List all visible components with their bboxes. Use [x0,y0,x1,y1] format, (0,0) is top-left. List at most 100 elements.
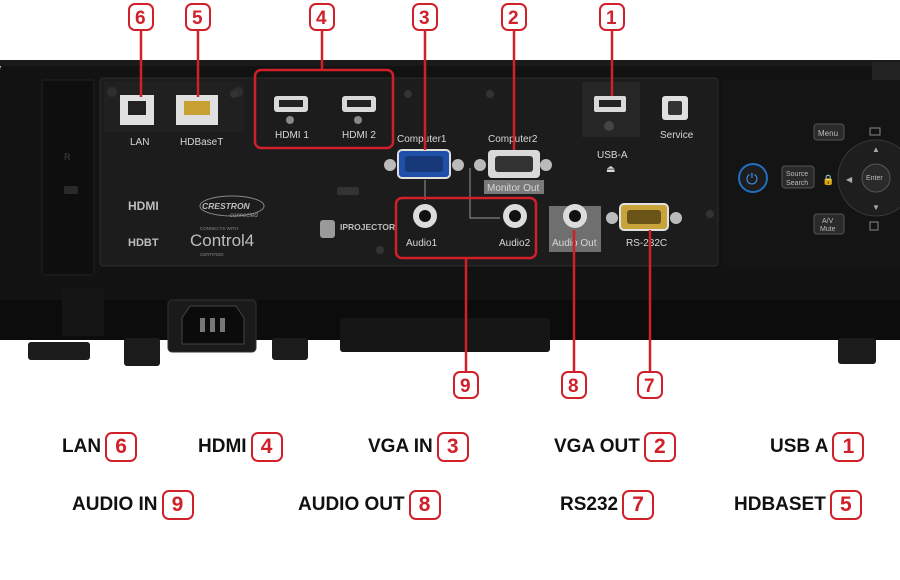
pattern-icon [869,221,879,231]
audio1-label: Audio1 [406,238,438,249]
top-right-vent [872,62,900,80]
av-mute-label-1: A/V [822,218,834,225]
callout-5: 5 [185,3,211,31]
svg-text:9: 9 [460,376,471,397]
legend-vga-in-badge: 3 [436,432,469,462]
left-arrow-icon: ◀ [846,175,853,184]
control4-top-text: CONNECTS WITH [200,226,238,231]
foot-3 [272,338,308,360]
keystone-icon [869,127,881,136]
legend-audio-out: AUDIO OUT 8 [298,490,441,520]
menu-button [813,123,845,141]
usb-eject-icon: ⏏ [606,164,615,175]
legend-lan-label: LAN [62,436,102,457]
enter-button [861,163,891,193]
monitor-link-line [469,168,500,219]
left-side-panel [41,79,95,276]
legend-usb-a-badge: 1 [832,432,865,462]
legend-hdbaset-badge: 5 [829,490,862,520]
usb-a-label: USB-A [597,150,628,161]
audio2-label: Audio2 [499,238,531,249]
hdmi-highlight-box [253,68,395,150]
service-label: Service [660,130,694,141]
up-arrow-icon: ▲ [872,145,880,154]
power-icon: ⏻ [746,170,758,188]
legend-hdbaset-label: HDBASET [734,494,826,515]
legend-audio-in: AUDIO IN 9 [72,490,194,520]
svg-text:3: 3 [419,8,430,29]
security-mark: R [64,152,71,162]
lock-icon: 🔒 [822,174,834,186]
legend-vga-out: VGA OUT 2 [554,432,676,462]
av-mute-button [813,213,845,235]
hdbaset-label: HDBaseT [180,137,223,148]
svg-text:4: 4 [316,8,327,29]
callout-6: 6 [128,3,154,31]
legend-audio-out-badge: 8 [408,490,441,520]
down-arrow-icon: ▼ [872,203,880,212]
legend-usb-a: USB A 1 [770,432,865,462]
legend-lan-badge: 6 [105,432,138,462]
callout-8: 8 [561,371,587,399]
iprojector-logo: IPROJECTOR [340,222,395,232]
av-mute-label-2: Mute [820,226,836,233]
svg-text:7: 7 [644,376,655,397]
left-foot-bracket [62,288,104,336]
power-button [738,163,768,193]
legend-hdmi: HDMI 4 [198,432,283,462]
legend-hdmi-label: HDMI [198,436,247,457]
legend-vga-in-label: VGA IN [368,436,433,457]
source-search-label-2: Search [786,180,808,187]
right-foot [838,338,876,364]
hdmi2-label: HDMI 2 [342,130,376,141]
svg-text:8: 8 [568,376,579,397]
menu-label: Menu [818,129,838,138]
svg-text:6: 6 [135,8,146,29]
projector-top-edge [0,60,900,66]
legend-rs232-label: RS232 [560,494,619,515]
hdmi1-label: HDMI 1 [275,130,309,141]
rs232c-label: RS-232C [626,238,667,249]
legend-vga-in: VGA IN 3 [368,432,469,462]
legend-hdbaset: HDBASET 5 [734,490,862,520]
legend-rs232-badge: 7 [622,490,655,520]
enter-label: Enter [866,175,883,182]
callout-7: 7 [637,371,663,399]
callout-9: 9 [453,371,479,399]
legend-vga-out-label: VGA OUT [554,436,640,457]
computer1-label: Computer1 [397,134,447,145]
callout-1: 1 [599,3,625,31]
legend-audio-in-label: AUDIO IN [72,494,158,515]
callout-3: 3 [412,3,438,31]
svg-text:1: 1 [606,8,617,29]
hdbt-logo: HDBT [128,237,159,249]
svg-text:2: 2 [508,8,519,29]
monitor-out-tag [484,180,544,194]
iprojector-icon [320,220,335,238]
hdmi-logo: HDMI [128,199,159,213]
legend-usb-a-label: USB A [770,436,829,457]
monitor-out-label: Monitor Out [487,183,539,194]
legend-lan: LAN 6 [62,432,138,462]
lock-slot [64,186,78,194]
callout-2: 2 [501,3,527,31]
legend-rs232: RS232 7 [560,490,655,520]
crestron-sub-text: connected [230,213,258,219]
foot-2 [124,338,160,366]
source-search-label-1: Source [786,171,808,178]
svg-text:5: 5 [192,8,203,29]
source-search-button [781,165,815,189]
legend-audio-out-label: AUDIO OUT [298,494,405,515]
callout-4: 4 [309,3,335,31]
control4-bottom-text: CERTIFIED [200,252,224,257]
left-foot [28,342,90,360]
legend-audio-in-badge: 9 [161,490,194,520]
leader-lines [139,30,652,372]
legend-vga-out-badge: 2 [643,432,676,462]
legend-hdmi-badge: 4 [250,432,283,462]
lan-label: LAN [130,137,149,148]
crestron-logo: CRESTRON [202,201,251,211]
control4-logo: Control4 [190,231,254,250]
projector-bottom-strip [340,318,550,352]
